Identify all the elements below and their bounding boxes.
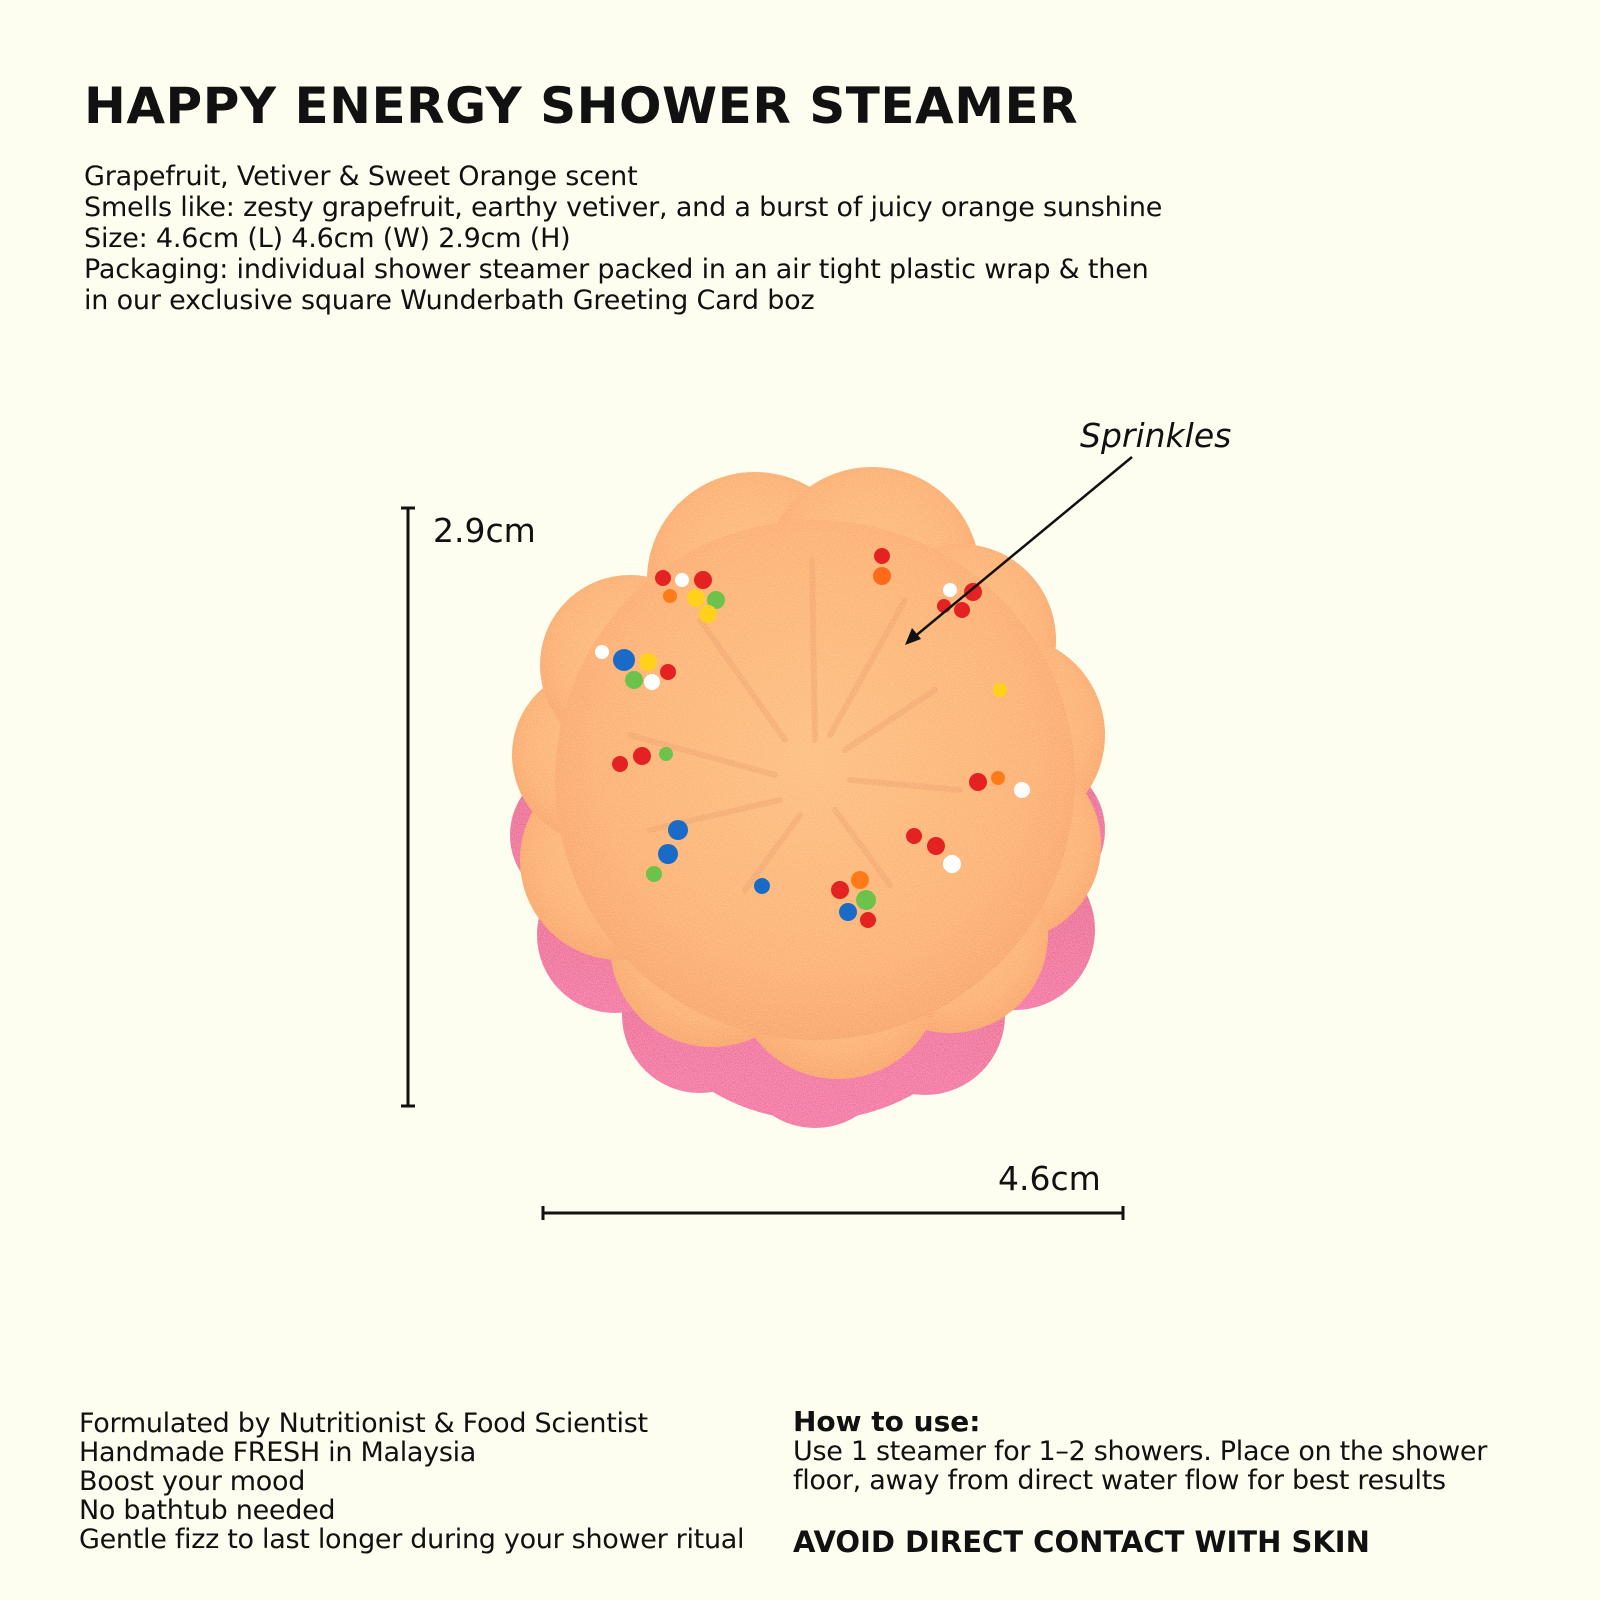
product-details: Grapefruit, Vetiver & Sweet Orange scent… [84,161,1284,316]
sprinkle-cluster [595,645,676,690]
product-title: HAPPY ENERGY SHOWER STEAMER [84,77,1079,135]
sprinkle-cluster [831,871,876,928]
sprinkles-pointer-arrow [905,456,1133,645]
height-label: 2.9cm [433,511,536,550]
sprinkle-cluster [612,747,673,772]
sprinkle-cluster [969,771,1030,798]
feature-item: Gentle fizz to last longer during your s… [79,1524,745,1555]
how-to-use: How to use: Use 1 steamer for 1–2 shower… [793,1405,1583,1496]
size-line: Size: 4.6cm (L) 4.6cm (W) 2.9cm (H) [84,223,571,254]
scent-line: Grapefruit, Vetiver & Sweet Orange scent [84,161,638,192]
sprinkles [595,548,1030,928]
how-to-use-line: Use 1 steamer for 1–2 showers. Place on … [793,1436,1488,1467]
packaging-line: Packaging: individual shower steamer pac… [84,254,1149,285]
packaging-line-2: in our exclusive square Wunderbath Greet… [84,285,815,316]
sprinkle-cluster [993,683,1007,697]
smells-like-line: Smells like: zesty grapefruit, earthy ve… [84,192,1163,223]
sprinkles-label: Sprinkles [1080,416,1232,455]
steamer-top [512,467,1105,1079]
how-to-use-line: floor, away from direct water flow for b… [793,1465,1446,1496]
width-dimension-line [541,1206,1125,1220]
sprinkle-cluster [873,548,891,585]
how-to-use-heading: How to use: [793,1405,981,1438]
width-label: 4.6cm [998,1159,1101,1198]
feature-item: Handmade FRESH in Malaysia [79,1437,477,1468]
feature-item: No bathtub needed [79,1495,336,1526]
sprinkle-cluster [906,828,961,873]
feature-list: Formulated by Nutritionist & Food Scient… [79,1409,779,1554]
sprinkle-cluster [754,878,770,894]
feature-item: Boost your mood [79,1466,306,1497]
height-dimension-line [401,506,415,1108]
feature-item: Formulated by Nutritionist & Food Scient… [79,1408,648,1439]
sprinkle-cluster [655,570,725,623]
sprinkle-cluster [646,820,688,882]
skin-contact-warning: AVOID DIRECT CONTACT WITH SKIN [793,1525,1370,1559]
